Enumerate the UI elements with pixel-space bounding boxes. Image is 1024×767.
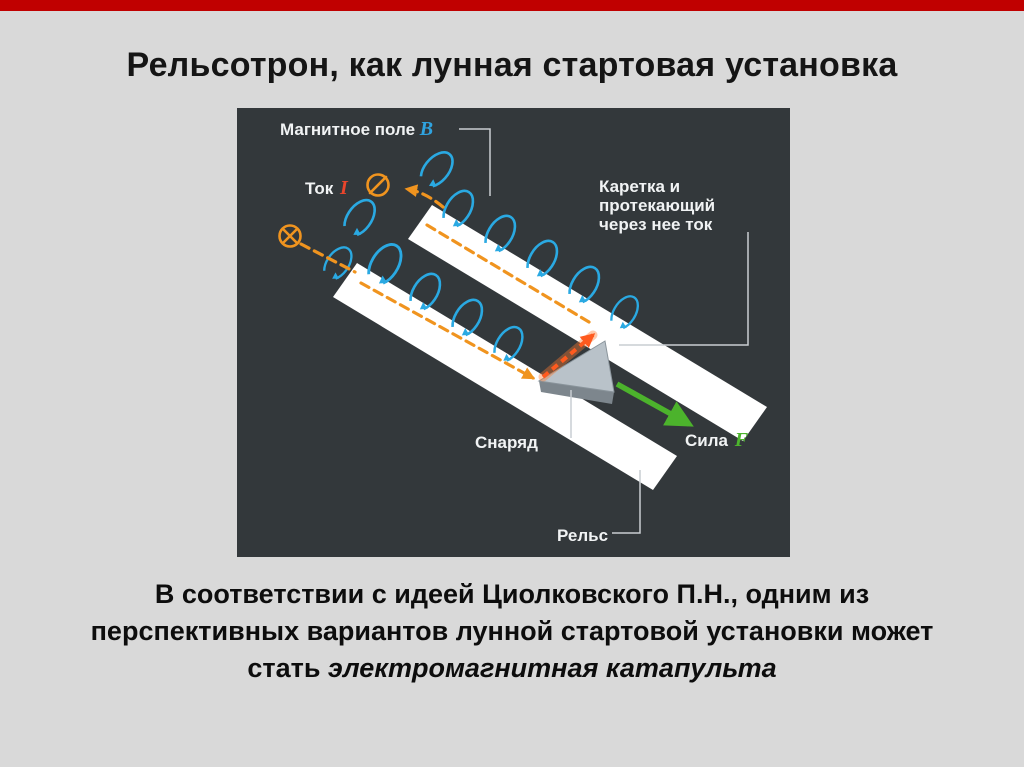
field-swirl-icon [338,193,383,241]
carriage-shape [537,330,615,404]
caption-line-3-italic: электромагнитная катапульта [327,653,777,683]
current-carriage-segment [541,333,596,379]
current-label: Ток I [305,177,349,199]
rail-upper [408,205,767,441]
rail-lower [333,263,677,490]
magnetic-field-label: Магнитное поле B [280,118,433,140]
page-title: Рельсотрон, как лунная стартовая установ… [126,46,898,84]
caption-text: В соответствии с идеей Циолковского П.Н.… [42,576,982,687]
current-out-symbol-icon [366,173,390,197]
caption-line-1: В соответствии с идеей Циолковского П.Н.… [154,579,870,609]
current-feed-line [299,242,357,274]
force-label: Сила F [685,429,749,451]
carriage-connector [619,232,749,346]
rail-label: Рельс [557,526,608,545]
caption-line-2: перспективных вариантов лунной стартовой… [90,616,934,646]
field-swirl-icon [414,145,461,192]
force-arrow-icon [615,381,694,427]
caption-line-3: стать электромагнитная катапульта [42,650,982,687]
current-in-symbol-icon [278,224,302,248]
magnetic-field-connector [459,128,491,196]
current-dash-lower-rail [359,281,536,380]
projectile-label: Снаряд [475,433,538,452]
caption-line-3-normal: стать [247,653,328,683]
current-path [278,173,591,380]
rail-connector [612,470,641,534]
current-dash-upper-rail [425,223,591,324]
top-accent-bar [0,0,1024,11]
current-exit-arc [404,184,445,209]
